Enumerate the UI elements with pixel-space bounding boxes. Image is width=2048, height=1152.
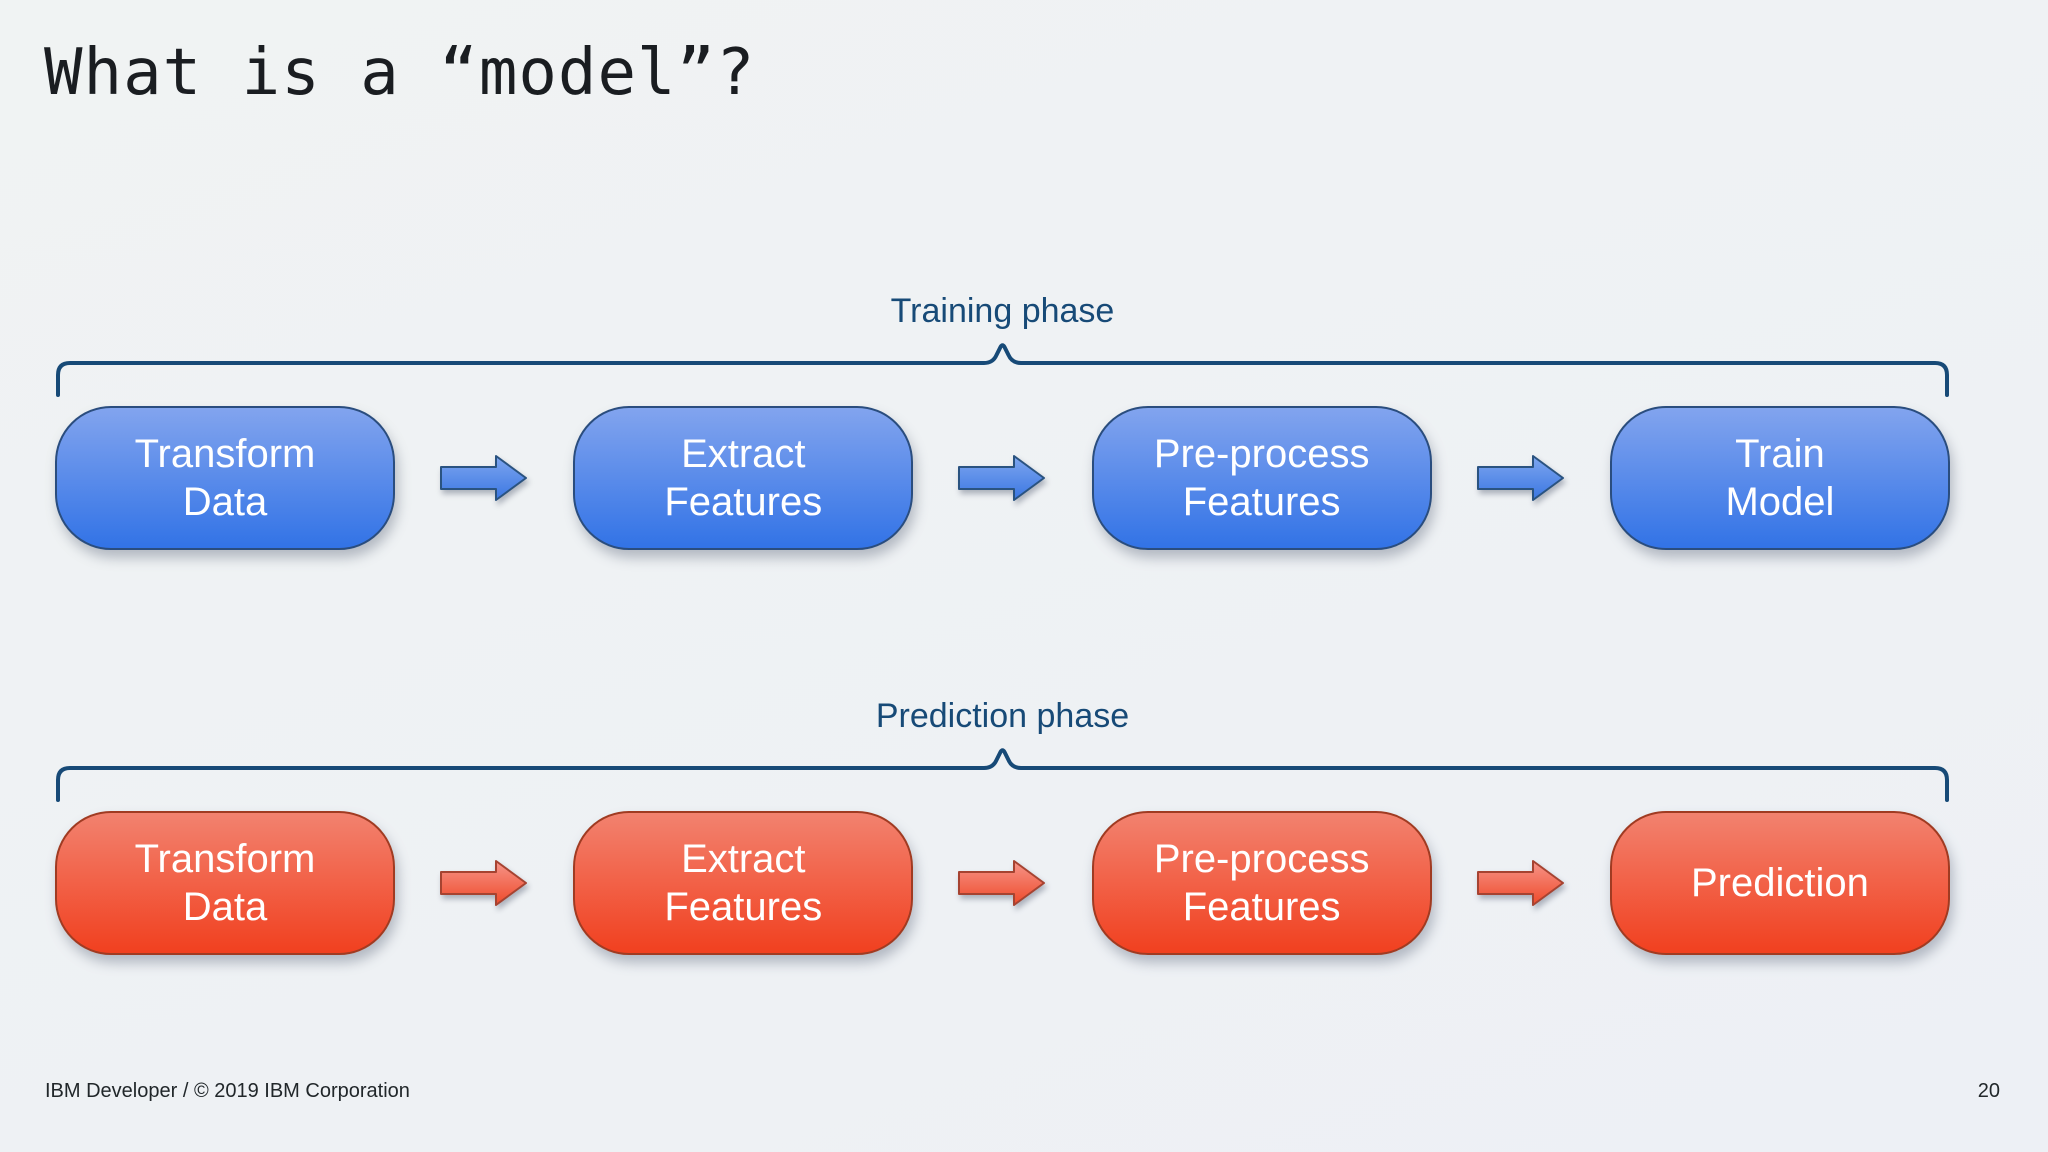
training-step-extract-features: Extract Features xyxy=(573,406,914,550)
arrow-right-icon xyxy=(1476,860,1564,906)
training-step-train-model: Train Model xyxy=(1609,406,1950,550)
footer-credit: IBM Developer / © 2019 IBM Corporation xyxy=(45,1080,410,1102)
prediction-step-transform-data: Transform Data xyxy=(55,811,395,955)
step-label: Pre-process Features xyxy=(1153,432,1370,524)
prediction-step-pre-process-features: Pre-process Features xyxy=(1091,811,1432,955)
slide-footer: IBM Developer / © 2019 IBM Corporation 2… xyxy=(45,1080,2000,1103)
step-label: Extract Features xyxy=(664,837,823,929)
step-label: Pre-process Features xyxy=(1153,837,1370,929)
training-phase-section: Training phase Transform Data Extract Fe… xyxy=(55,292,1950,552)
prediction-phase-section: Prediction phase Transform Data Extract … xyxy=(55,697,1950,957)
prediction-flow-row: Transform Data Extract Features Pre-proc… xyxy=(55,811,1950,955)
step-label: Transform Data xyxy=(134,837,316,929)
horizontal-brace-icon xyxy=(56,748,1949,802)
step-label: Transform Data xyxy=(134,432,316,524)
training-phase-label: Training phase xyxy=(890,292,1115,330)
step-label: Train Model xyxy=(1725,432,1835,524)
prediction-step-extract-features: Extract Features xyxy=(573,811,914,955)
step-label: Prediction xyxy=(1691,861,1869,905)
arrow-right-icon xyxy=(958,860,1046,906)
horizontal-brace-icon xyxy=(56,343,1949,397)
page-title: What is a “model”? xyxy=(44,36,756,110)
prediction-step-prediction: Prediction xyxy=(1609,811,1950,955)
arrow-right-icon xyxy=(958,455,1046,501)
training-step-transform-data: Transform Data xyxy=(55,406,395,550)
arrow-right-icon xyxy=(1476,455,1564,501)
arrow-right-icon xyxy=(440,455,528,501)
arrow-right-icon xyxy=(440,860,528,906)
training-flow-row: Transform Data Extract Features Pre-proc… xyxy=(55,406,1950,550)
prediction-phase-label: Prediction phase xyxy=(875,697,1130,735)
page-number: 20 xyxy=(1977,1080,2000,1102)
training-step-pre-process-features: Pre-process Features xyxy=(1091,406,1432,550)
step-label: Extract Features xyxy=(664,432,823,524)
